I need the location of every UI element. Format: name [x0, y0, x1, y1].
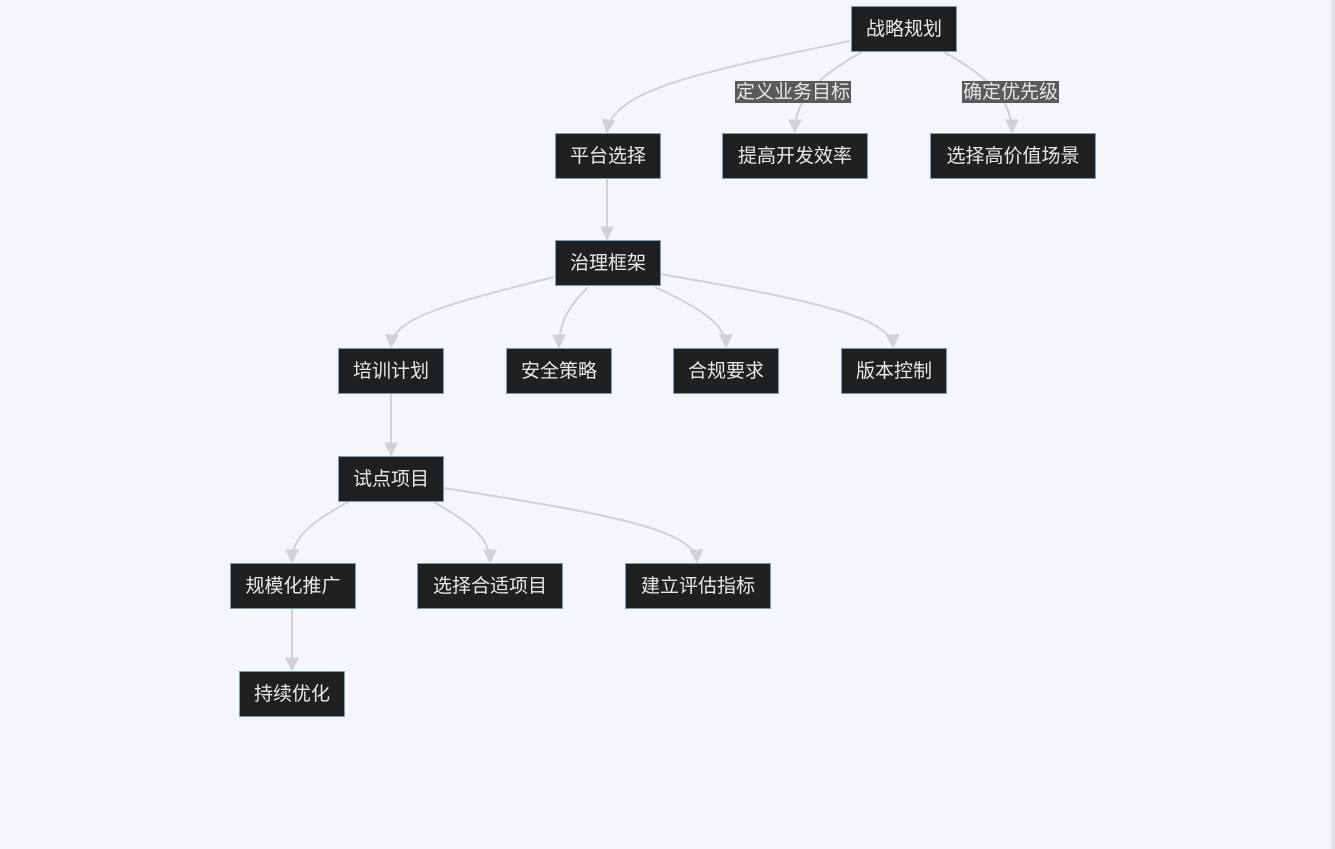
edge-pilot-scale — [285, 500, 351, 564]
edge-governance-version — [659, 273, 900, 349]
node-security[interactable]: 安全策略 — [506, 348, 612, 394]
node-version-control[interactable]: 版本控制 — [841, 348, 947, 394]
edge-label-set-priority: 确定优先级 — [962, 81, 1060, 103]
node-governance[interactable]: 治理框架 — [555, 240, 661, 286]
edge-governance-compliance — [654, 286, 733, 349]
edge-strategy-platform — [601, 40, 851, 134]
edge-pilot-metrics — [443, 487, 704, 564]
node-metrics[interactable]: 建立评估指标 — [625, 563, 771, 609]
node-select-project[interactable]: 选择合适项目 — [417, 563, 563, 609]
node-training[interactable]: 培训计划 — [338, 348, 444, 394]
edge-pilot-select-project — [431, 500, 497, 564]
edge-label-define-goals: 定义业务目标 — [735, 81, 852, 103]
node-platform-selection[interactable]: 平台选择 — [555, 133, 661, 179]
node-high-value-scenarios[interactable]: 选择高价值场景 — [930, 133, 1096, 179]
node-pilot[interactable]: 试点项目 — [338, 456, 444, 502]
scrollbar-track[interactable] — [1331, 0, 1335, 849]
node-continuous-optimization[interactable]: 持续优化 — [239, 671, 345, 717]
node-compliance[interactable]: 合规要求 — [673, 348, 779, 394]
edge-governance-training — [384, 276, 555, 349]
node-strategy[interactable]: 战略规划 — [851, 6, 957, 52]
node-improve-efficiency[interactable]: 提高开发效率 — [722, 133, 868, 179]
node-scale-rollout[interactable]: 规模化推广 — [230, 563, 356, 609]
edge-governance-security — [552, 286, 589, 349]
